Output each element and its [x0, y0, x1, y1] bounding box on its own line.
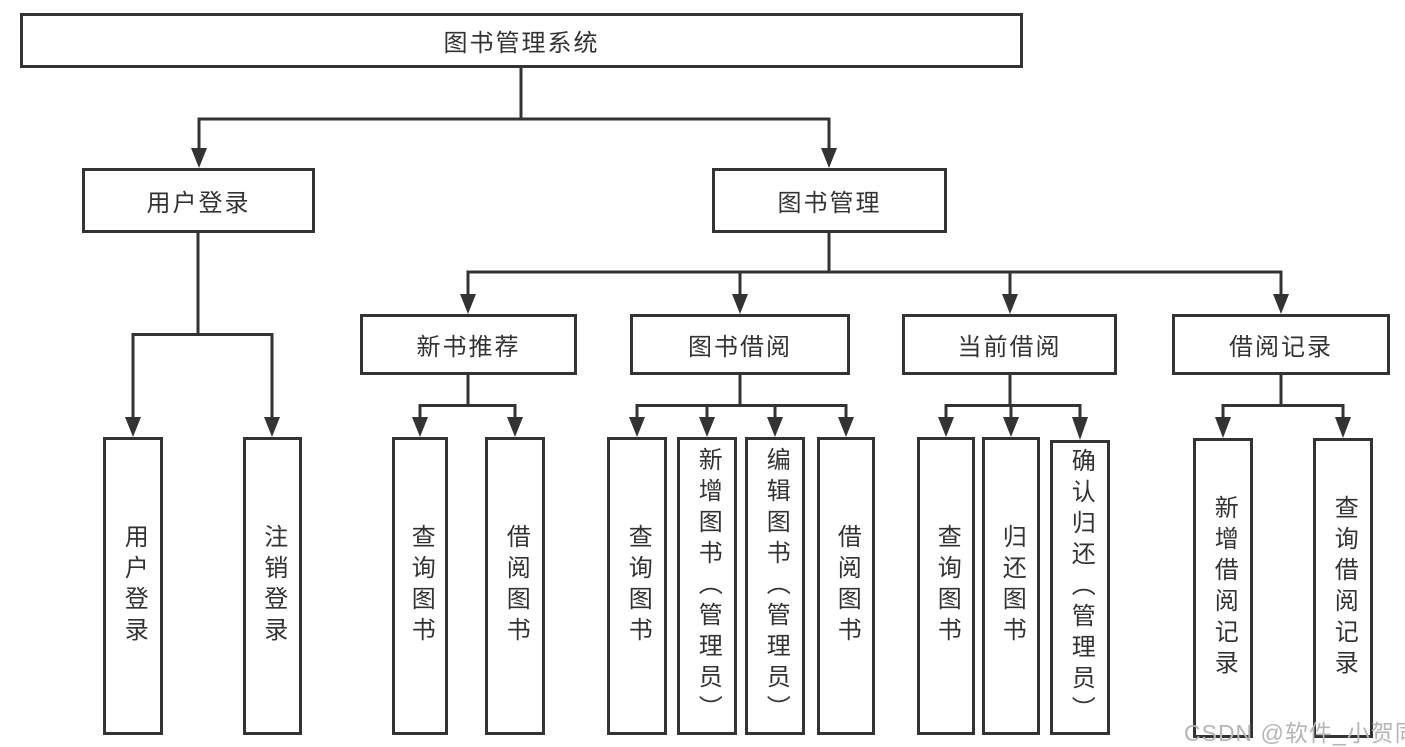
leaf-query-books-3: 查询图书 [917, 437, 975, 735]
node-current-borrow: 当前借阅 [902, 314, 1117, 375]
arrow-down-icon [1335, 417, 1351, 438]
leaf-borrow-books-2: 借阅图书 [817, 437, 875, 735]
arrow-down-icon [767, 417, 783, 437]
arrow-down-icon [1002, 294, 1018, 314]
arrow-down-icon [1215, 417, 1231, 438]
connector-current-borrow-to-leaves [938, 375, 1088, 440]
node-label: 借阅记录 [1229, 334, 1333, 361]
arrow-down-icon [1273, 294, 1289, 314]
leaf-edit-books-admin: 编辑图书（管理员） [745, 437, 805, 735]
node-label: 新增图书（管理员） [694, 446, 722, 726]
node-label: 注销登录 [259, 524, 287, 648]
node-label: 借阅图书 [502, 524, 530, 648]
node-label: 图书管理 [777, 190, 882, 217]
leaf-confirm-return-admin: 确认归还（管理员） [1050, 440, 1110, 735]
csdn-watermark: CSDN @软件_小贺同学 [1184, 720, 1405, 746]
leaf-add-borrow-record: 新增借阅记录 [1193, 438, 1253, 738]
leaf-query-books-2: 查询图书 [607, 437, 667, 735]
node-label: 查询图书 [624, 524, 652, 648]
arrow-down-icon [1003, 417, 1019, 437]
arrow-down-icon [412, 417, 428, 437]
node-book-borrow: 图书借阅 [630, 314, 850, 375]
arrow-down-icon [938, 417, 954, 437]
node-label: 图书借阅 [688, 334, 792, 361]
node-label: 编辑图书（管理员） [762, 446, 790, 726]
node-root-system: 图书管理系统 [20, 13, 1023, 68]
node-label: 当前借阅 [957, 334, 1062, 361]
leaf-query-borrow-record: 查询借阅记录 [1313, 438, 1373, 738]
leaf-return-books: 归还图书 [982, 437, 1040, 735]
node-label: 查询图书 [933, 524, 961, 648]
node-label: 新书推荐 [416, 334, 521, 361]
arrow-down-icon [838, 417, 854, 437]
node-label: 查询借阅记录 [1330, 495, 1358, 681]
connector-book-management-to-level3 [460, 233, 1289, 314]
leaf-borrow-books-1: 借阅图书 [485, 437, 545, 735]
connector-new-book-recommend-to-leaves [412, 375, 523, 437]
arrow-down-icon [125, 417, 141, 437]
arrow-down-icon [732, 294, 748, 314]
node-borrow-records: 借阅记录 [1172, 314, 1390, 375]
node-label: 确认归还（管理员） [1067, 448, 1095, 727]
node-book-management-branch: 图书管理 [712, 168, 947, 233]
leaf-user-login: 用户登录 [103, 437, 163, 735]
node-label: 新增借阅记录 [1210, 495, 1238, 681]
node-label: 用户登录 [146, 190, 251, 217]
arrow-down-icon [1072, 417, 1088, 440]
node-label: 图书管理系统 [443, 30, 600, 57]
node-user-login-branch: 用户登录 [82, 168, 315, 233]
node-label: 归还图书 [998, 524, 1026, 648]
arrow-down-icon [507, 417, 523, 437]
arrow-down-icon [460, 294, 476, 314]
connector-root-to-level2 [191, 66, 837, 168]
arrow-down-icon [699, 417, 715, 437]
leaf-add-books-admin: 新增图书（管理员） [677, 437, 737, 735]
arrow-down-icon [821, 148, 837, 168]
arrow-down-icon [629, 417, 645, 437]
node-label: 借阅图书 [833, 524, 861, 648]
leaf-logout: 注销登录 [243, 437, 302, 735]
arrow-down-icon [191, 148, 207, 168]
connector-borrow-records-to-leaves [1215, 375, 1351, 438]
connector-book-borrow-to-leaves [629, 375, 854, 437]
leaf-query-books-1: 查询图书 [392, 437, 448, 735]
connector-user-login-to-leaves [125, 233, 280, 437]
node-new-book-recommend: 新书推荐 [360, 314, 577, 375]
node-label: 用户登录 [120, 524, 148, 648]
arrow-down-icon [264, 417, 280, 437]
node-label: 查询图书 [407, 524, 435, 648]
